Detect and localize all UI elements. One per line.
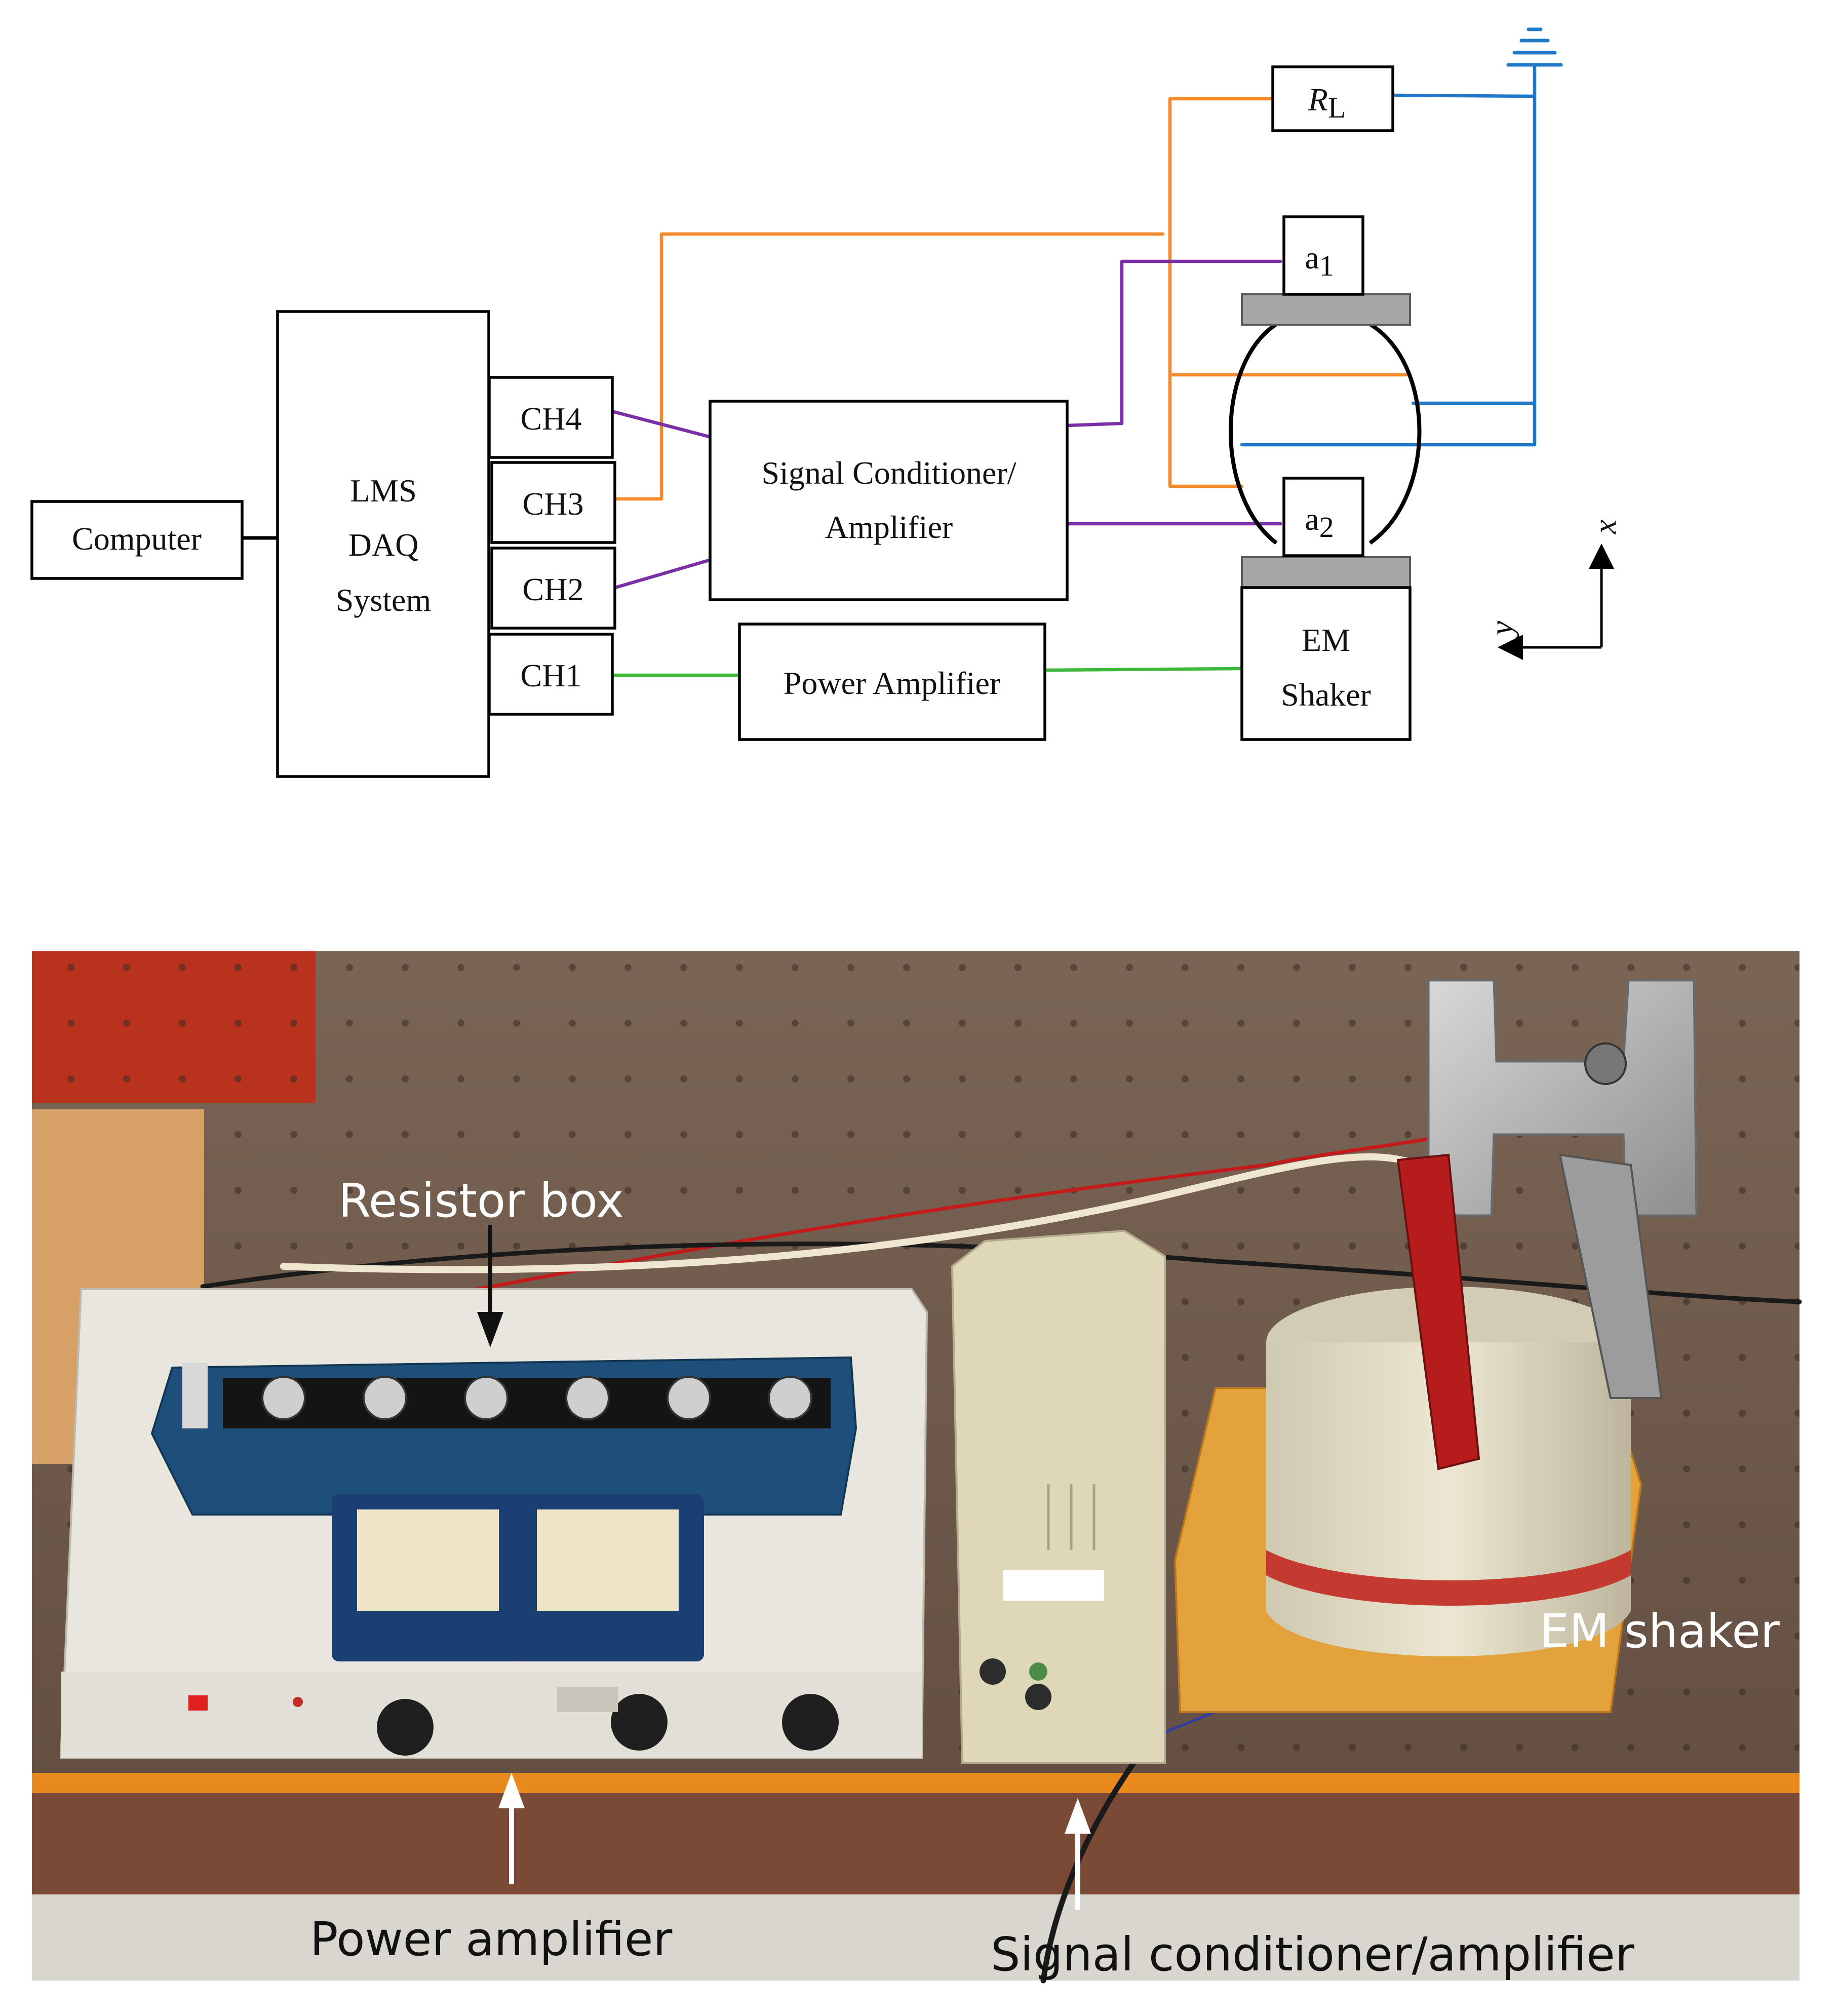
em-shaker-device [1173,979,1698,1713]
poweramp-green-wire [1041,667,1244,672]
accelerometer-a2: a2 [1282,477,1364,557]
front-orange-strip [32,1773,1799,1793]
computer-block: Computer [30,500,244,580]
em-shaker-block: EM Shaker [1240,586,1412,741]
front-edge [32,1793,1799,1894]
power-amplifier-label: Power Amplifier [784,665,1000,701]
daq-label-line1: LMS [350,473,417,509]
signal-conditioner-arrow-head [1065,1798,1091,1834]
signal-conditioner-line1: Signal Conditioner/ [761,455,1016,491]
signal-conditioner-block: Signal Conditioner/ Amplifier [709,400,1069,601]
signal-conditioner-device [951,1229,1166,1764]
em-shaker-line2: Shaker [1281,677,1371,713]
harvester-left-arc [1229,322,1278,545]
resistor-label: RL [1308,82,1346,124]
a1-purple-wire [1065,259,1282,428]
front-shelf [32,1894,1799,1981]
wires [242,63,1537,677]
resistor-box-device [150,1356,857,1661]
bottom-plate [1241,556,1411,589]
channel-ch1: CH1 [488,633,614,716]
load-resistor-block: RL [1271,65,1394,132]
coordinate-axes: x y [1483,520,1623,660]
ch3-label: CH3 [523,486,584,522]
computer-label: Computer [72,521,202,557]
callout-arrows [477,1225,1091,1910]
power-amplifier-photo-label: Power amplifier [310,1912,672,1966]
channel-ch2: CH2 [490,547,616,630]
resistor-orange-wire [1168,97,1275,488]
ch1-label: CH1 [521,657,582,693]
daq-label-line3: System [336,582,431,618]
daq-block: LMS DAQ System [276,310,490,778]
em-shaker-photo-label: EM shaker [1540,1604,1780,1658]
harvester-right-arc [1368,322,1422,545]
ch3-orange-wire [609,232,1165,501]
top-plate [1241,293,1411,326]
power-amplifier-block: Power Amplifier [738,623,1046,741]
accelerometer-a1: a1 [1282,215,1364,296]
em-shaker-line1: EM [1302,622,1350,658]
y-axis-label: y [1483,621,1519,638]
channel-ch4: CH4 [488,376,614,459]
a1-label: a1 [1305,240,1334,282]
signal-conditioner-line2: Amplifier [825,509,953,545]
resistor-box-arrow-head [477,1312,503,1347]
ground-blue-wire [1240,93,1537,447]
schematic-diagram: Computer LMS DAQ System CH4 CH3 CH2 CH1 [30,27,1623,778]
experimental-setup-photo: Resistor box Power amplifier Signal cond… [32,951,1802,1984]
daq-label-line2: DAQ [348,527,419,563]
x-axis-label: x [1587,520,1623,534]
power-amplifier-arrow-head [498,1773,525,1808]
ground-icon [1506,27,1563,67]
ch4-label: CH4 [521,401,582,437]
ch4-purple-wire [610,409,711,439]
signal-conditioner-photo-label: Signal conditioner/amplifier [991,1927,1634,1982]
a2-label: a2 [1305,501,1334,544]
ch2-label: CH2 [523,571,584,607]
ch2-purple-wire [610,558,711,591]
channel-ch3: CH3 [490,461,616,544]
resistor-box-label: Resistor box [338,1174,624,1228]
